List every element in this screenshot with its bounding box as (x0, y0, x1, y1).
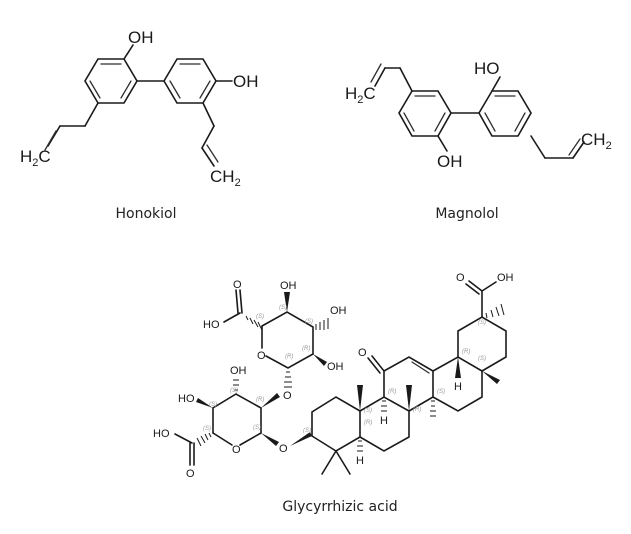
stereo-label: (R) (413, 407, 421, 413)
honokiol-oh-right: OH (233, 72, 259, 91)
h-label: H (356, 455, 364, 467)
glycyrrhizic-acid-caption: Glycyrrhizic acid (282, 499, 397, 515)
sugar1-oh-bottom: OH (327, 361, 344, 373)
hash-bond (233, 379, 239, 391)
stereo-label: (S) (478, 356, 486, 362)
stereo-label: (R) (364, 420, 372, 426)
h-label: H (380, 415, 388, 427)
honokiol-oh-top: OH (128, 28, 154, 47)
magnolol-oh-bottom: OH (437, 152, 463, 171)
magnolol-structure: OH HO H2C CH2 Magnolol (345, 59, 612, 222)
stereo-label: (S) (209, 402, 217, 408)
h-label: H (454, 381, 462, 393)
magnolol-ch2-label: CH2 (581, 130, 612, 152)
stereo-label: (S) (253, 425, 261, 431)
stereo-label: (S) (256, 314, 264, 320)
cooh-o: O (456, 272, 465, 284)
sugar2-carbonyl-o: O (186, 468, 195, 480)
sugar2-ho-acid: HO (153, 428, 170, 440)
magnolol-caption: Magnolol (435, 206, 498, 222)
hash-bond (357, 440, 363, 452)
magnolol-ho-top: HO (474, 59, 500, 78)
stereo-label: (R) (388, 389, 396, 395)
sugar1-oh-top: OH (280, 280, 297, 292)
sugar1-oh-right: OH (330, 305, 347, 317)
sugar1-ho: HO (203, 319, 220, 331)
stereo-label: (S) (303, 428, 311, 434)
magnolol-h2c-label: H2C (345, 84, 376, 106)
hash-bond (284, 371, 292, 388)
honokiol-structure: OH OH H2C CH2 Honokiol (20, 28, 259, 222)
stereo-label: (S) (364, 408, 372, 414)
stereo-label: (S) (305, 319, 313, 325)
honokiol-ch2-label: CH2 (210, 167, 241, 189)
hash-bond (245, 315, 263, 331)
stereo-label: (S) (203, 426, 211, 432)
sugar1-carbonyl-o: O (233, 279, 242, 291)
stereo-label: (R) (462, 349, 470, 355)
hash-bond (315, 318, 329, 330)
stereo-label: (S) (437, 389, 445, 395)
ketone-o: O (358, 347, 367, 359)
stereo-label: (R) (302, 346, 310, 352)
cooh-oh: OH (497, 272, 514, 284)
hash-bond (485, 303, 505, 319)
stereo-label: (R) (256, 397, 264, 403)
hash-bond (430, 400, 436, 417)
glycosidic-o1: O (283, 390, 292, 402)
hash-bond (196, 432, 212, 447)
sugar2-ho-left: HO (178, 393, 195, 405)
hash-bond (381, 400, 387, 412)
stereo-label: (S) (230, 388, 238, 394)
sugar1-ring-o: O (257, 350, 266, 362)
stereo-label: (R) (285, 354, 293, 360)
sugar2-oh-top: OH (230, 365, 247, 377)
honokiol-h2c-label: H2C (20, 147, 51, 169)
honokiol-caption: Honokiol (116, 206, 177, 222)
glycyrrhizic-acid-structure: O O HO OH OH OH O (S) (S) (S) (R) (R) (153, 272, 514, 515)
stereo-label: (S) (478, 320, 486, 326)
glycosidic-o2: O (279, 443, 288, 455)
sugar2-ring-o: O (232, 444, 241, 456)
stereo-label: (S) (279, 305, 287, 311)
